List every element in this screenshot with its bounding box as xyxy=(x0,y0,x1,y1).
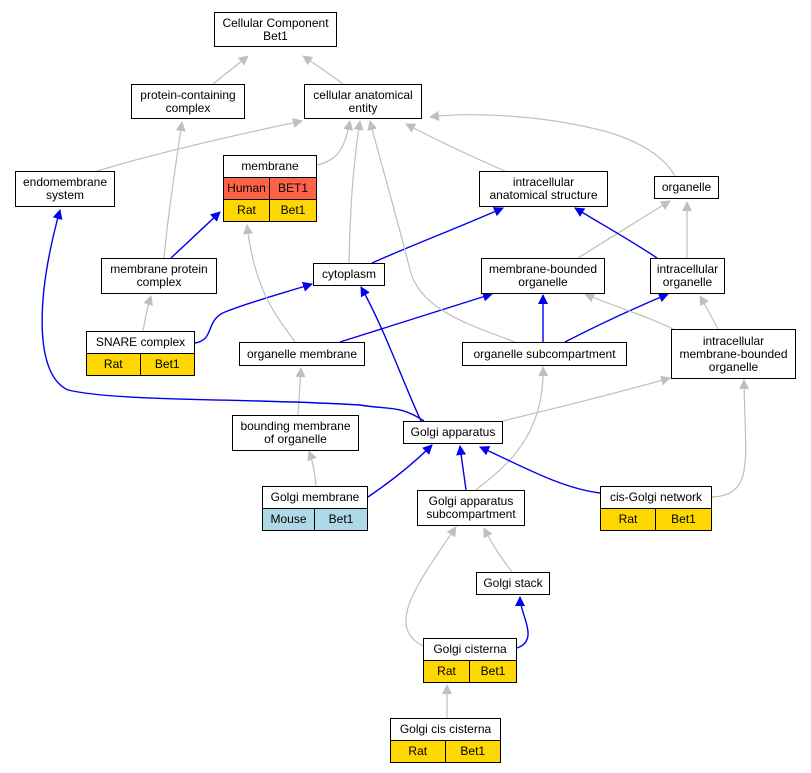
species-cell-rat: Rat xyxy=(87,354,141,375)
node-title: Golgi membrane xyxy=(263,487,367,509)
edge-cytoplasm-to-intracellular-anatomical-structure xyxy=(371,207,504,264)
edge-organelle-subcompartment-to-intracellular-organelle xyxy=(564,292,669,343)
edge-golgi-apparatus-to-cytoplasm xyxy=(360,286,422,422)
gene-cell: Bet1 xyxy=(140,354,194,375)
edge-golgi-membrane-to-bounding-membrane-of-organelle xyxy=(307,450,317,487)
edge-snare-complex-to-membrane-protein-complex xyxy=(142,295,153,332)
edge-golgi-cisterna-to-golgi-stack xyxy=(515,596,529,649)
edge-cis-golgi-network-to-golgi-apparatus xyxy=(479,446,601,494)
node-intracellular-anatomical-structure: intracellular anatomical structure xyxy=(479,171,608,207)
node-organelle-subcompartment: organelle subcompartment xyxy=(462,342,627,366)
gene-cell: Bet1 xyxy=(470,661,516,682)
node-title: cis-Golgi network xyxy=(601,487,711,509)
edge-golgi-apparatus-to-intracellular-membrane-bounded-organelle xyxy=(502,375,671,422)
gene-cell: Bet1 xyxy=(270,200,316,221)
species-cell-rat: Rat xyxy=(391,741,446,762)
node-protein-containing-complex: protein-containing complex xyxy=(131,84,245,119)
edge-intracellular-membrane-bounded-organelle-to-membrane-bounded-organelle xyxy=(584,293,676,331)
node-intracellular-organelle: intracellular organelle xyxy=(650,258,725,294)
node-intracellular-membrane-bounded-organelle: intracellular membrane-bounded organelle xyxy=(671,329,796,379)
node-cis-golgi-network: cis-Golgi network Rat Bet1 xyxy=(600,486,712,531)
node-cytoplasm: cytoplasm xyxy=(313,263,385,286)
gene-cell: Bet1 xyxy=(445,741,500,762)
node-golgi-cis-cisterna: Golgi cis cisterna Rat Bet1 xyxy=(390,718,501,763)
edge-membrane-bounded-organelle-to-organelle xyxy=(577,200,671,259)
edge-golgi-cisterna-to-golgi-apparatus-subcompartment xyxy=(405,526,457,649)
gene-cell: Bet1 xyxy=(315,509,367,530)
edge-intracellular-membrane-bounded-organelle-to-intracellular-organelle xyxy=(699,295,719,330)
edge-golgi-apparatus-subcompartment-to-golgi-apparatus xyxy=(456,445,467,491)
node-membrane: membrane Human BET1 Rat Bet1 xyxy=(223,155,317,222)
node-cellular-anatomical-entity: cellular anatomical entity xyxy=(304,84,422,119)
edge-snare-complex-to-cytoplasm xyxy=(194,281,313,344)
node-golgi-cisterna: Golgi cisterna Rat Bet1 xyxy=(423,638,517,683)
edge-membrane-to-cellular-anatomical-entity xyxy=(316,120,354,166)
node-organelle-membrane: organelle membrane xyxy=(239,342,365,366)
species-cell-rat: Rat xyxy=(601,509,656,530)
node-title: membrane xyxy=(224,156,316,178)
edge-membrane-protein-complex-to-membrane xyxy=(170,211,221,259)
node-golgi-stack: Golgi stack xyxy=(476,572,550,595)
node-golgi-apparatus-subcompartment: Golgi apparatus subcompartment xyxy=(417,490,525,526)
node-membrane-bounded-organelle: membrane-bounded organelle xyxy=(481,258,605,294)
edge-golgi-membrane-to-golgi-apparatus xyxy=(367,444,433,498)
edge-organelle-membrane-to-membrane-bounded-organelle xyxy=(339,291,493,343)
edge-golgi-apparatus-subcompartment-to-organelle-subcompartment xyxy=(475,366,549,491)
node-title: Golgi cisterna xyxy=(424,639,516,661)
edge-organelle-to-cellular-anatomical-entity xyxy=(429,110,676,177)
node-golgi-membrane: Golgi membrane Mouse Bet1 xyxy=(262,486,368,531)
edge-endomembrane-system-to-cellular-anatomical-entity xyxy=(96,117,303,172)
node-title: SNARE complex xyxy=(87,332,194,354)
node-membrane-protein-complex: membrane protein complex xyxy=(101,258,217,294)
node-cellular-component-root: Cellular Component Bet1 xyxy=(214,12,337,47)
node-snare-complex: SNARE complex Rat Bet1 xyxy=(86,331,195,376)
node-golgi-apparatus: Golgi apparatus xyxy=(403,421,503,444)
species-cell-mouse: Mouse xyxy=(263,509,315,530)
edge-protein-containing-complex-to-root xyxy=(212,55,249,85)
edge-intracellular-anatomical-structure-to-cellular-anatomical-entity xyxy=(405,123,506,172)
edge-membrane-protein-complex-to-protein-containing-complex xyxy=(163,121,186,259)
edge-organelle-membrane-to-membrane xyxy=(243,224,296,343)
species-cell-rat: Rat xyxy=(224,200,270,221)
edge-cellular-anatomical-entity-to-root xyxy=(302,55,344,85)
edge-golgi-apparatus-to-endomembrane-system xyxy=(41,209,425,422)
species-cell-human: Human xyxy=(224,178,270,200)
edge-organelle-subcompartment-to-cellular-anatomical-entity xyxy=(367,120,516,343)
edge-bounding-membrane-of-organelle-to-organelle-membrane xyxy=(295,367,306,416)
gene-cell: BET1 xyxy=(270,178,316,200)
gene-cell: Bet1 xyxy=(656,509,711,530)
node-title: Golgi cis cisterna xyxy=(391,719,500,741)
edge-golgi-stack-to-golgi-apparatus-subcompartment xyxy=(483,527,513,573)
species-cell-rat: Rat xyxy=(424,661,470,682)
node-endomembrane-system: endomembrane system xyxy=(15,171,115,207)
edge-intracellular-organelle-to-intracellular-anatomical-structure xyxy=(574,207,658,259)
node-bounding-membrane-of-organelle: bounding membrane of organelle xyxy=(232,415,359,451)
edge-cis-golgi-network-to-intracellular-membrane-bounded-organelle xyxy=(711,379,750,498)
node-organelle: organelle xyxy=(654,176,719,199)
edge-cytoplasm-to-cellular-anatomical-entity xyxy=(348,120,364,264)
